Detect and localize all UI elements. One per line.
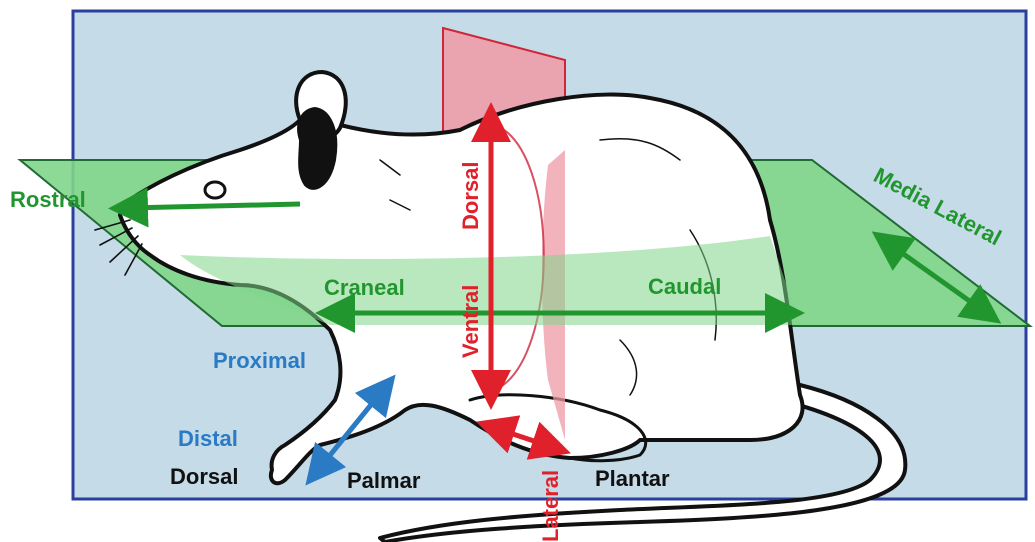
rostral-label: Rostral <box>10 187 86 212</box>
distal-label: Distal <box>178 426 238 451</box>
proximal-label: Proximal <box>213 348 306 373</box>
lateral-label: Lateral <box>538 470 563 542</box>
rat-eye <box>205 182 225 198</box>
dorsal-red-label: Dorsal <box>458 162 483 230</box>
caudal-label: Caudal <box>648 274 721 299</box>
ventral-label: Ventral <box>458 285 483 358</box>
dorsal-black-label: Dorsal <box>170 464 238 489</box>
plantar-label: Plantar <box>595 466 670 491</box>
craneal-label: Craneal <box>324 275 405 300</box>
palmar-label: Palmar <box>347 468 421 493</box>
